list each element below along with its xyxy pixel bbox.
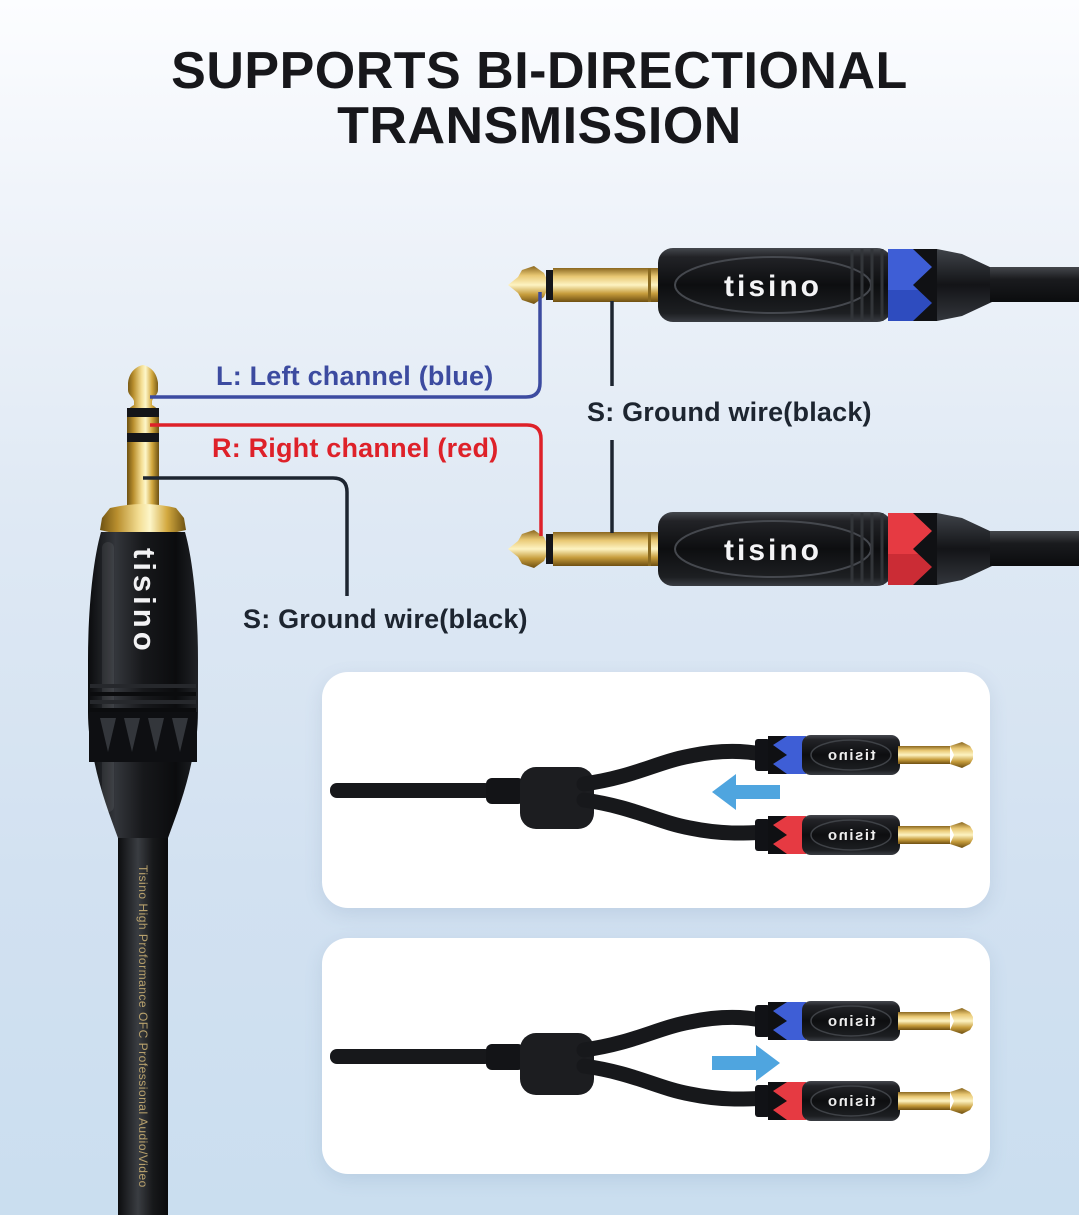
ts-shaft bbox=[553, 532, 660, 566]
plug-cable bbox=[990, 267, 1079, 302]
mini-plug-body bbox=[802, 735, 900, 775]
arrow-right-icon bbox=[712, 1045, 780, 1081]
mini-plug-body bbox=[802, 1001, 900, 1041]
mini-plug-blue: tisino bbox=[755, 1001, 973, 1041]
mini-brand-ellipse bbox=[810, 739, 892, 771]
ts-tip bbox=[508, 266, 547, 304]
strain-relief-cap bbox=[937, 513, 992, 585]
band-zigzag-cut bbox=[913, 513, 937, 585]
plug-ribs bbox=[850, 513, 884, 585]
jack-ribs bbox=[90, 684, 196, 712]
plug-brand-logo: tisino bbox=[724, 534, 822, 567]
mini-strain-relief bbox=[755, 1005, 770, 1037]
mini-gold-tip bbox=[950, 742, 973, 768]
branch-cable-bottom bbox=[576, 1058, 774, 1107]
mini-band-zigzag bbox=[768, 1002, 787, 1040]
splitter-neck bbox=[486, 1044, 524, 1070]
jack-zigzag-grip bbox=[89, 712, 197, 762]
source-cable bbox=[330, 783, 492, 798]
ts-tip-ring bbox=[546, 270, 554, 300]
mini-gold-shaft bbox=[898, 746, 950, 764]
right-channel-label: R: Right channel (red) bbox=[212, 433, 499, 463]
mini-plug-red: tisino bbox=[755, 1081, 973, 1121]
mini-brand-ellipse bbox=[810, 819, 892, 851]
jack-body-highlight bbox=[102, 542, 114, 812]
inset-panel-output: tisino tisino bbox=[322, 938, 990, 1174]
plug-body bbox=[658, 248, 892, 322]
y-splitter-body bbox=[520, 1033, 594, 1095]
plug-cable bbox=[990, 531, 1079, 566]
y-cable-illustration: tisino tisino bbox=[330, 735, 973, 855]
ts-tip bbox=[508, 530, 547, 568]
mini-gold-shaft bbox=[898, 1092, 950, 1110]
trs-shaft bbox=[127, 408, 159, 508]
y-splitter-body bbox=[520, 767, 594, 829]
jack-brand-logo: tisino bbox=[127, 548, 162, 655]
mini-strain-relief bbox=[755, 1085, 770, 1117]
inset-panel-input: tisino tisino bbox=[322, 672, 990, 908]
arrow-left-icon bbox=[712, 774, 780, 810]
mini-band-zigzag bbox=[768, 736, 787, 774]
branch-cable-top bbox=[576, 743, 774, 792]
mini-brand-logo-mirrored: tisino bbox=[827, 747, 876, 764]
mini-brand-ellipse bbox=[810, 1085, 892, 1117]
ts-plug-blue: tisino bbox=[508, 248, 1079, 322]
branch-cable-bottom bbox=[576, 792, 774, 841]
mini-plug-body bbox=[802, 815, 900, 855]
mini-gold-tip bbox=[950, 822, 973, 848]
trs-35mm-jack: tisino Tisino High Proformance OFC Profe… bbox=[88, 365, 198, 1215]
plug-brand-logo: tisino bbox=[724, 270, 822, 303]
cable-print-text: Tisino High Proformance OFC Professional… bbox=[136, 865, 150, 1188]
splitter-neck bbox=[486, 778, 524, 804]
ts-plug-red: tisino bbox=[508, 512, 1079, 586]
mini-band-zigzag bbox=[768, 816, 787, 854]
mini-strain-relief bbox=[755, 819, 770, 851]
ts-tip-ring bbox=[546, 534, 554, 564]
mini-brand-logo-mirrored: tisino bbox=[827, 827, 876, 844]
ground-label-left: S: Ground wire(black) bbox=[243, 604, 528, 634]
ts-shaft-groove bbox=[648, 532, 651, 566]
mini-gold-tip bbox=[950, 1008, 973, 1034]
source-cable bbox=[330, 1049, 492, 1064]
mini-plug-body bbox=[802, 1081, 900, 1121]
ts-shaft-groove bbox=[648, 268, 651, 302]
mini-brand-ellipse bbox=[810, 1005, 892, 1037]
ground-label-right: S: Ground wire(black) bbox=[587, 397, 872, 427]
branch-cable-top bbox=[576, 1009, 774, 1058]
trs-collar bbox=[100, 504, 186, 536]
band-zigzag-cut bbox=[913, 249, 937, 321]
ts-shaft bbox=[553, 268, 660, 302]
mini-strain-relief bbox=[755, 739, 770, 771]
mini-band-zigzag bbox=[768, 1082, 787, 1120]
strain-relief-cap bbox=[937, 249, 992, 321]
trs-ring-2 bbox=[127, 433, 159, 442]
plug-ribs bbox=[850, 249, 884, 321]
mini-gold-shaft bbox=[898, 826, 950, 844]
y-cable-illustration: tisino tisino bbox=[330, 1001, 973, 1121]
mini-brand-logo-mirrored: tisino bbox=[827, 1013, 876, 1030]
mini-plug-blue: tisino bbox=[755, 735, 973, 775]
mini-plug-red: tisino bbox=[755, 815, 973, 855]
plug-body bbox=[658, 512, 892, 586]
jack-cable bbox=[118, 838, 168, 1215]
trs-ring-1 bbox=[127, 408, 159, 417]
mini-gold-shaft bbox=[898, 1012, 950, 1030]
page-title: SUPPORTS BI-DIRECTIONAL TRANSMISSION bbox=[171, 42, 908, 155]
mini-brand-logo-mirrored: tisino bbox=[827, 1093, 876, 1110]
left-channel-label: L: Left channel (blue) bbox=[216, 361, 494, 391]
mini-gold-tip bbox=[950, 1088, 973, 1114]
